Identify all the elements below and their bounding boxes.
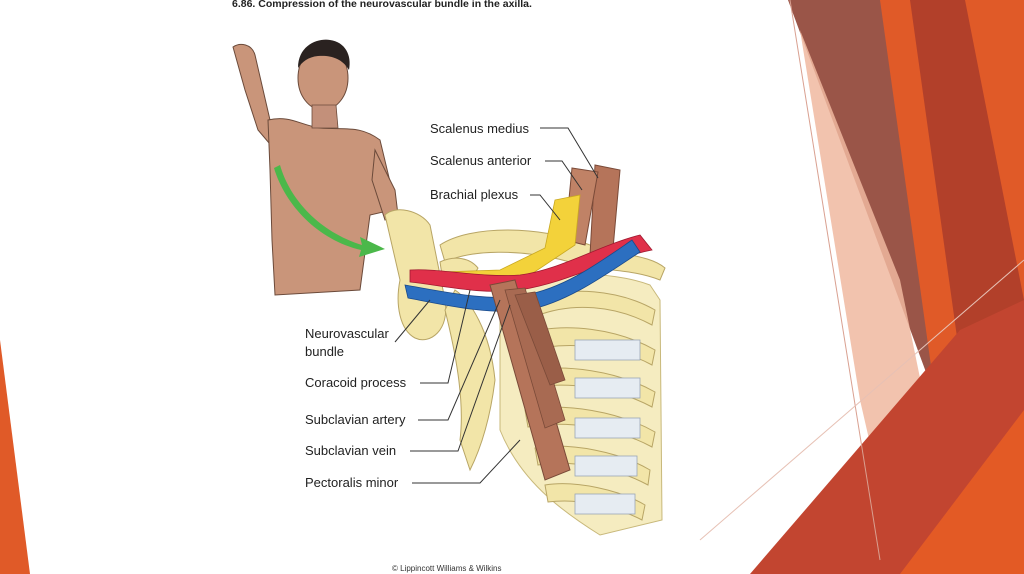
label-pectoralis-minor: Pectoralis minor	[305, 475, 398, 491]
neck	[312, 105, 338, 128]
costal-cartilage-5	[575, 494, 635, 514]
copyright-credit: © Lippincott Williams & Wilkins	[392, 564, 501, 573]
costal-cartilage-1	[575, 340, 640, 360]
torso	[268, 119, 392, 295]
costal-cartilage-2	[575, 378, 640, 398]
label-scalenus-medius: Scalenus medius	[430, 121, 529, 137]
label-scalenus-anterior: Scalenus anterior	[430, 153, 531, 169]
label-neurovascular-bundle-line1: Neurovascular	[305, 326, 389, 342]
costal-cartilage-3	[575, 418, 640, 438]
human-figure	[233, 40, 398, 295]
costal-cartilage-4	[575, 456, 637, 476]
label-subclavian-artery: Subclavian artery	[305, 412, 405, 428]
label-neurovascular-bundle-line2: bundle	[305, 344, 344, 360]
label-brachial-plexus: Brachial plexus	[430, 187, 518, 203]
scapula	[445, 290, 495, 470]
label-coracoid-process: Coracoid process	[305, 375, 406, 391]
label-subclavian-vein: Subclavian vein	[305, 443, 396, 459]
shoulder-anatomy	[385, 165, 665, 535]
